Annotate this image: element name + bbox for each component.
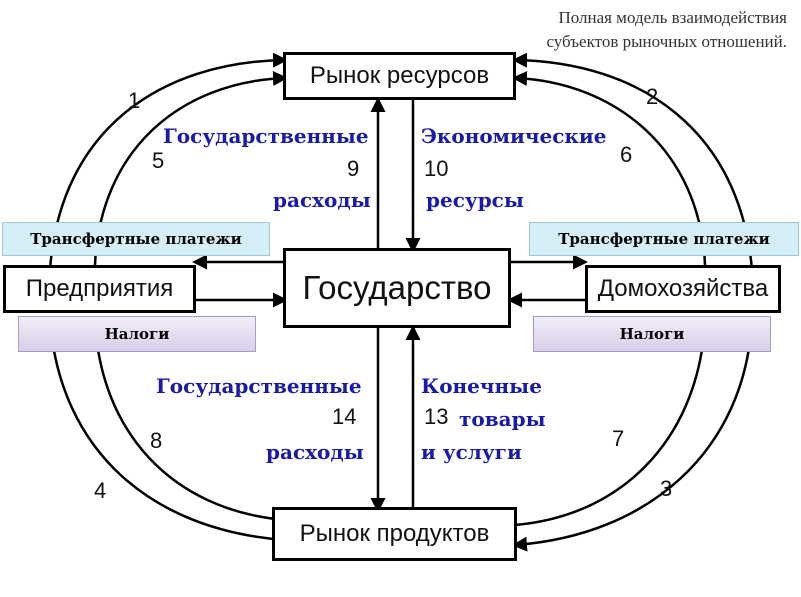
flow-3 bbox=[512, 319, 754, 552]
flow-number-14: 14 bbox=[332, 404, 357, 429]
flow-number-8: 8 bbox=[150, 428, 163, 453]
label-gov-spending-bottom-2: расходы bbox=[266, 440, 364, 464]
tag-taxes-right-label: Налоги bbox=[619, 325, 685, 343]
title-line-1: Полная модель взаимодействия bbox=[558, 8, 787, 27]
tag-transfer-payments-left: Трансфертные платежи bbox=[2, 222, 270, 256]
flow-number-13: 13 bbox=[424, 404, 449, 429]
node-product-market: Рынок продуктов bbox=[272, 507, 517, 561]
label-gov-spending-bottom-1: Государственные bbox=[156, 374, 362, 398]
flow-number-3: 3 bbox=[660, 476, 673, 501]
label-economic-resources-2: ресурсы bbox=[426, 188, 524, 212]
label-final-goods-3: и услуги bbox=[421, 440, 522, 464]
node-resource-market: Рынок ресурсов bbox=[283, 52, 516, 100]
flow-7 bbox=[514, 317, 712, 527]
tag-taxes-right: Налоги bbox=[533, 316, 771, 352]
label-economic-resources-1: Экономические bbox=[421, 124, 607, 148]
node-households: Домохозяйства bbox=[585, 265, 781, 313]
node-state-label: Государство bbox=[302, 269, 492, 306]
tag-taxes-left: Налоги bbox=[18, 316, 256, 352]
label-gov-spending-top-1: Государственные bbox=[163, 124, 369, 148]
flow-1 bbox=[48, 52, 288, 271]
tag-transfer-payments-left-label: Трансфертные платежи bbox=[30, 230, 242, 248]
label-final-goods-1: Конечные bbox=[421, 374, 542, 398]
flow-number-9: 9 bbox=[347, 156, 360, 181]
node-product-market-label: Рынок продуктов bbox=[299, 520, 490, 547]
flow-2 bbox=[512, 52, 754, 271]
flow-number-4: 4 bbox=[94, 478, 107, 503]
flow-number-10: 10 bbox=[424, 156, 449, 181]
tag-taxes-left-label: Налоги bbox=[104, 325, 170, 343]
flow-number-2: 2 bbox=[646, 84, 659, 109]
node-state: Государство bbox=[283, 248, 511, 328]
flow-number-1: 1 bbox=[128, 88, 141, 113]
label-final-goods-2: товары bbox=[459, 407, 546, 431]
tag-transfer-payments-right-label: Трансфертные платежи bbox=[558, 230, 770, 248]
node-firms-label: Предприятия bbox=[25, 275, 174, 302]
flow-8 bbox=[93, 319, 288, 527]
flow-number-6: 6 bbox=[620, 142, 633, 167]
label-gov-spending-top-2: расходы bbox=[273, 188, 371, 212]
flow-number-7: 7 bbox=[612, 426, 625, 451]
flow-4 bbox=[48, 319, 288, 547]
node-firms: Предприятия bbox=[3, 265, 196, 313]
node-households-label: Домохозяйства bbox=[597, 275, 769, 302]
tag-transfer-payments-right: Трансфертные платежи bbox=[529, 222, 799, 256]
node-resource-market-label: Рынок ресурсов bbox=[309, 62, 490, 89]
diagram-title: Полная модель взаимодействия субъектов р… bbox=[546, 6, 787, 54]
flow-number-5: 5 bbox=[152, 148, 165, 173]
title-line-2: субъектов рыночных отношений. bbox=[546, 32, 787, 51]
